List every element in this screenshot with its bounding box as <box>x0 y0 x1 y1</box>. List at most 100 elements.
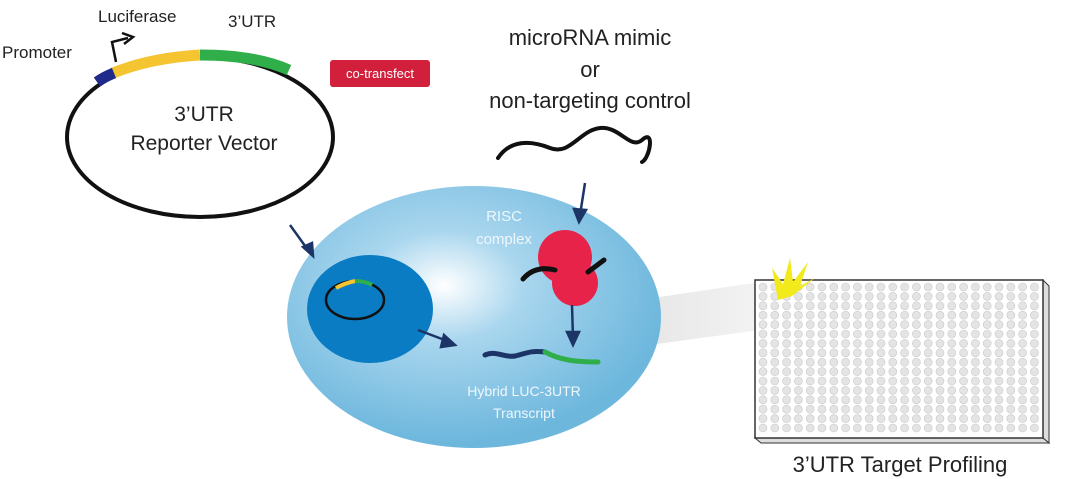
well <box>758 423 768 433</box>
well <box>864 414 874 423</box>
well <box>1006 310 1016 320</box>
well <box>935 348 945 358</box>
well <box>971 339 980 348</box>
utr-segment <box>199 49 292 76</box>
well <box>994 395 1004 405</box>
well <box>888 395 898 405</box>
well <box>864 395 874 405</box>
well <box>959 301 968 311</box>
well <box>959 320 968 329</box>
well <box>805 395 815 405</box>
well <box>1030 367 1039 376</box>
well <box>982 367 992 376</box>
well <box>864 404 874 414</box>
well <box>912 404 921 414</box>
well <box>1006 404 1016 414</box>
well <box>758 348 768 358</box>
well <box>1030 404 1039 414</box>
transcript-label-line2: Transcript <box>493 405 555 421</box>
well <box>841 423 850 433</box>
well <box>959 367 968 376</box>
well <box>947 339 957 348</box>
well <box>959 395 968 405</box>
well <box>794 404 803 414</box>
well <box>853 329 862 339</box>
well <box>841 376 850 386</box>
well <box>912 423 921 433</box>
well <box>971 395 980 405</box>
well <box>947 376 957 386</box>
well <box>1018 423 1027 433</box>
well <box>805 423 815 433</box>
well <box>794 320 803 329</box>
well <box>1006 320 1016 329</box>
well <box>994 423 1004 433</box>
well <box>794 423 803 433</box>
well <box>982 348 992 358</box>
well <box>770 404 780 414</box>
well <box>959 376 968 386</box>
well <box>982 329 992 339</box>
well <box>853 282 862 292</box>
well <box>912 339 921 348</box>
well <box>841 292 850 301</box>
well <box>935 301 945 311</box>
well <box>1018 395 1027 405</box>
well <box>817 310 827 320</box>
well <box>829 339 839 348</box>
well <box>1018 414 1027 423</box>
well <box>864 339 874 348</box>
well <box>829 320 839 329</box>
well <box>900 292 909 301</box>
well <box>1030 395 1039 405</box>
well <box>935 282 945 292</box>
well <box>923 320 933 329</box>
well <box>1018 292 1027 301</box>
well <box>829 282 839 292</box>
well <box>841 301 850 311</box>
well <box>841 414 850 423</box>
hybrid-transcript <box>482 349 601 365</box>
well <box>912 376 921 386</box>
well <box>817 339 827 348</box>
well <box>782 423 791 433</box>
well <box>770 310 780 320</box>
well <box>817 357 827 367</box>
well <box>876 310 886 320</box>
well <box>947 320 957 329</box>
well <box>994 301 1004 311</box>
well <box>900 329 909 339</box>
well <box>971 310 980 320</box>
well <box>758 376 768 386</box>
well <box>794 310 803 320</box>
flow-arrows <box>288 182 589 349</box>
well <box>912 414 921 423</box>
well <box>758 367 768 376</box>
well <box>758 292 768 301</box>
well <box>888 320 898 329</box>
risc-label-line1: RISC <box>486 208 522 225</box>
well <box>1030 310 1039 320</box>
well <box>864 386 874 395</box>
well <box>888 414 898 423</box>
well <box>947 404 957 414</box>
well <box>770 301 780 311</box>
well <box>982 386 992 395</box>
well <box>770 357 780 367</box>
well <box>971 386 980 395</box>
well <box>1030 282 1039 292</box>
well <box>876 376 886 386</box>
well <box>805 348 815 358</box>
well <box>794 367 803 376</box>
well <box>935 423 945 433</box>
promoter-label: Promoter <box>2 43 72 62</box>
well <box>994 310 1004 320</box>
well <box>829 348 839 358</box>
well <box>1018 348 1027 358</box>
well <box>900 320 909 329</box>
well <box>841 367 850 376</box>
well <box>959 292 968 301</box>
well <box>888 339 898 348</box>
well <box>935 339 945 348</box>
well-plate <box>753 278 1051 445</box>
